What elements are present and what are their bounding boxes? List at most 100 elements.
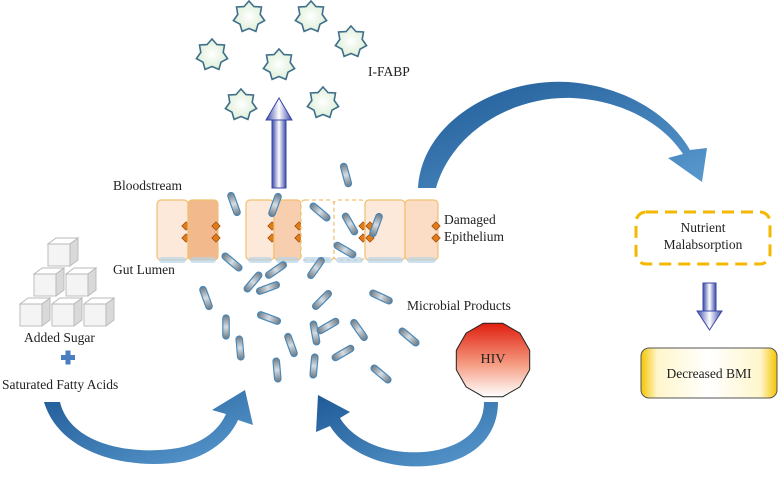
tight-junction (211, 233, 221, 243)
cube-side (41, 297, 51, 327)
bacterium-body (370, 364, 392, 384)
cube-side (87, 267, 97, 297)
epithelial-cell (404, 199, 439, 261)
bacterium-icon (370, 364, 392, 384)
epithelial-cell (156, 199, 189, 261)
curved-arrow-icon (44, 390, 253, 465)
sugar-cube-icon (18, 297, 52, 327)
bacterium-body (339, 162, 353, 188)
bacterium-body (350, 318, 368, 342)
curved-arrow-icon (316, 395, 498, 467)
nutrient-malabsorption-box (634, 210, 772, 266)
bacterium-icon (341, 212, 359, 236)
bacterium-icon (272, 357, 282, 383)
bacterium-icon (222, 314, 230, 340)
bacterium-body (341, 212, 359, 236)
cell-base (336, 257, 363, 263)
bacterium-icon (264, 261, 288, 279)
bacterium-body (272, 357, 282, 383)
bacterium-body (235, 335, 245, 361)
bacterium-icon (339, 162, 353, 188)
decreased-bmi-label: Decreased BMI (666, 366, 752, 381)
i-fabp-star-icon (306, 85, 340, 119)
bacterium-body (255, 281, 281, 295)
epithelium (156, 199, 441, 263)
added-sugar-label: Added Sugar (24, 330, 95, 345)
cell-base (190, 257, 216, 263)
bacterium-icon (333, 241, 357, 259)
epithelial-cell (187, 199, 219, 261)
ifabp-label: I-FABP (368, 64, 410, 79)
epithelial-cell (273, 199, 302, 261)
damaged-epithelium-label-line2: Epithelium (444, 229, 504, 244)
curved-arrow-icon (418, 81, 707, 188)
cell-base (276, 257, 299, 263)
bacterium-body (309, 353, 319, 379)
bacterium-icon (221, 252, 243, 272)
down-arrow-icon (696, 282, 723, 331)
bloodstream-label: Bloodstream (113, 178, 182, 193)
cell-base (248, 257, 272, 263)
sugar-cube-icon (46, 237, 80, 267)
cube-front (83, 303, 107, 327)
curved-arrows (44, 81, 707, 467)
bacterium-body (311, 289, 333, 311)
microbial-products-label: Microbial Products (407, 298, 511, 313)
bacterium-body (256, 311, 282, 325)
bacterium-icon (316, 317, 340, 335)
bacterium-icon (309, 202, 331, 222)
cube-side (69, 237, 79, 267)
bacterium-icon (309, 353, 319, 379)
i-fabp-star-icon (195, 37, 229, 71)
i-fabp-star-icon (262, 47, 296, 81)
bacterium-icon (398, 327, 420, 347)
damaged-epithelium-label-line1: Damaged (444, 212, 496, 227)
cube-front (19, 303, 43, 327)
bacterium-icon (255, 281, 281, 295)
sugar-cube-icon (64, 267, 98, 297)
tight-junction (431, 221, 441, 231)
ifabp-stars (195, 0, 368, 121)
hiv-label: HIV (480, 352, 506, 367)
bacterium-body (268, 192, 282, 218)
nutrient-malabsorption-label-line1: Nutrient (680, 220, 726, 235)
bacterium-icon (235, 335, 245, 361)
cube-front (51, 303, 75, 327)
bacterium-icon (369, 289, 393, 305)
bacterium-icon (243, 271, 263, 293)
sugar-cube-icon (50, 297, 84, 327)
tight-junction (431, 233, 441, 243)
bacterium-body (199, 285, 213, 311)
bacterium-body (222, 314, 230, 340)
bacterium-body (398, 327, 420, 347)
tight-junction (211, 221, 221, 231)
cell-base (407, 257, 436, 263)
i-fabp-star-icon (294, 0, 328, 33)
bacterium-body (307, 256, 325, 280)
sugar-cube-icon (32, 267, 66, 297)
up-arrow-icon (265, 97, 293, 189)
i-fabp-star-icon (224, 87, 258, 121)
bacterium-body (221, 252, 243, 272)
bacterium-body (369, 289, 393, 305)
bacterium-icon (199, 285, 213, 311)
bacterium-body (369, 212, 383, 238)
bacterium-icon (311, 289, 333, 311)
cube-side (73, 297, 83, 327)
bacterium-icon (227, 191, 241, 217)
bacterium-body (227, 191, 241, 217)
bacterium-body (331, 344, 355, 362)
microbial-products (199, 162, 420, 384)
hiv-virus-icon (455, 322, 531, 398)
cube-side (105, 297, 115, 327)
bacterium-body (284, 332, 298, 358)
i-fabp-star-icon (334, 24, 368, 58)
sugar-cubes (18, 237, 116, 327)
bacterium-body (316, 317, 340, 335)
bacterium-icon (350, 318, 368, 342)
bacterium-icon (369, 212, 383, 238)
cube-front (65, 273, 89, 297)
bacterium-body (309, 202, 331, 222)
